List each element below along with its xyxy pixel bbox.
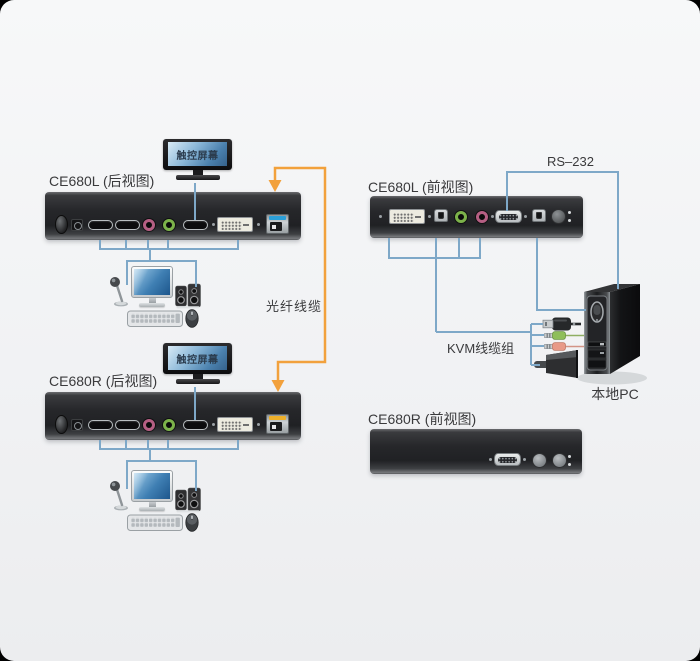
screw-dot bbox=[212, 423, 215, 426]
mic-jack-icon bbox=[476, 211, 488, 223]
flat-port-1 bbox=[88, 220, 113, 230]
screw-dot bbox=[491, 215, 494, 218]
dvi-plug-icon bbox=[534, 350, 578, 378]
monitor-base bbox=[175, 379, 220, 384]
touchscreen-label-bottom: 触控屏幕 bbox=[168, 346, 227, 370]
monitor-bezel: 触控屏幕 bbox=[163, 343, 232, 374]
power-switch bbox=[55, 215, 68, 234]
dvi-port bbox=[217, 417, 253, 432]
monitor-neck bbox=[148, 502, 156, 507]
mic-jack-icon bbox=[143, 419, 155, 431]
touchscreen-label-top: 触控屏幕 bbox=[168, 142, 227, 166]
screw-dot bbox=[428, 215, 431, 218]
push-button bbox=[551, 209, 566, 224]
led-indicators bbox=[568, 455, 571, 466]
power-switch bbox=[55, 415, 68, 434]
fiber-arrow-top bbox=[268, 180, 282, 192]
ce680r-front-device bbox=[370, 429, 582, 474]
keyboard-icon bbox=[127, 310, 183, 327]
audio-plug-pink-icon bbox=[544, 342, 584, 351]
rs232-label: RS–232 bbox=[547, 154, 594, 169]
console-monitor-top bbox=[131, 266, 173, 307]
monitor-frame bbox=[131, 266, 173, 298]
led-indicators bbox=[568, 211, 571, 222]
dvi-port bbox=[389, 209, 425, 224]
screw-dot bbox=[379, 215, 382, 218]
usb-b-port-2 bbox=[532, 209, 546, 222]
speakers-icon bbox=[175, 487, 201, 513]
flat-port-3 bbox=[183, 420, 208, 430]
fiber-arrow-bottom bbox=[271, 380, 285, 392]
local-pc-label: 本地PC bbox=[591, 386, 639, 402]
audio-plug-green-icon bbox=[544, 331, 584, 340]
touchscreen-monitor-top: 触控屏幕 bbox=[163, 139, 232, 180]
microphone-icon bbox=[110, 481, 128, 511]
dc-power-jack bbox=[71, 219, 83, 231]
ce680l-front-label: CE680L (前视图) bbox=[368, 179, 474, 195]
monitor-base bbox=[139, 507, 165, 511]
push-button-2 bbox=[552, 453, 567, 468]
ce680l-rear-device bbox=[45, 192, 301, 240]
monitor-screen bbox=[134, 473, 170, 499]
ce680r-front-label: CE680R (前视图) bbox=[368, 411, 477, 427]
monitor-frame bbox=[131, 470, 173, 502]
mouse-icon bbox=[185, 309, 199, 328]
flat-port-2 bbox=[115, 220, 140, 230]
sfp-fiber-module-orange bbox=[266, 414, 289, 434]
mic-jack-icon bbox=[143, 219, 155, 231]
screw-dot bbox=[489, 458, 492, 461]
flat-port-2 bbox=[115, 420, 140, 430]
speaker-jack-icon bbox=[455, 211, 467, 223]
console-monitor-bottom bbox=[131, 470, 173, 511]
kvm-cable-group-label: KVM线缆组 bbox=[447, 341, 515, 356]
screw-dot bbox=[212, 223, 215, 226]
rs232-db9-port bbox=[495, 210, 522, 223]
sfp-fiber-module-blue bbox=[266, 214, 289, 234]
screw-dot bbox=[257, 423, 260, 426]
monitor-base bbox=[175, 175, 220, 180]
push-button-1 bbox=[532, 453, 547, 468]
flat-port-1 bbox=[88, 420, 113, 430]
keyboard-icon bbox=[127, 514, 183, 531]
ce680r-rear-device bbox=[45, 392, 301, 440]
dvi-port bbox=[217, 217, 253, 232]
screw-dot bbox=[523, 458, 526, 461]
touchscreen-monitor-bottom: 触控屏幕 bbox=[163, 343, 232, 384]
monitor-neck bbox=[148, 298, 156, 303]
flat-port-3 bbox=[183, 220, 208, 230]
screw-dot bbox=[257, 223, 260, 226]
usb-plug-icon bbox=[542, 317, 581, 331]
usb-b-port-1 bbox=[434, 209, 448, 222]
dc-power-jack bbox=[71, 419, 83, 431]
front-port-bus bbox=[388, 238, 481, 259]
monitor-screen bbox=[134, 269, 170, 295]
mouse-icon bbox=[185, 513, 199, 532]
pc-tower-icon bbox=[577, 284, 647, 385]
ce680l-rear-label: CE680L (后视图) bbox=[49, 173, 155, 189]
ce680r-rear-label: CE680R (后视图) bbox=[49, 373, 158, 389]
speakers-icon bbox=[175, 283, 201, 309]
speaker-jack-icon bbox=[163, 419, 175, 431]
monitor-neck bbox=[192, 374, 203, 379]
fiber-cable-label: 光纤线缆 bbox=[266, 299, 323, 314]
screw-dot bbox=[524, 215, 527, 218]
ce680l-front-device bbox=[370, 196, 583, 238]
monitor-base bbox=[139, 303, 165, 307]
rs232-db9-port bbox=[494, 453, 521, 466]
microphone-icon bbox=[110, 277, 128, 307]
speaker-jack-icon bbox=[163, 219, 175, 231]
monitor-bezel: 触控屏幕 bbox=[163, 139, 232, 170]
monitor-neck bbox=[192, 170, 203, 175]
